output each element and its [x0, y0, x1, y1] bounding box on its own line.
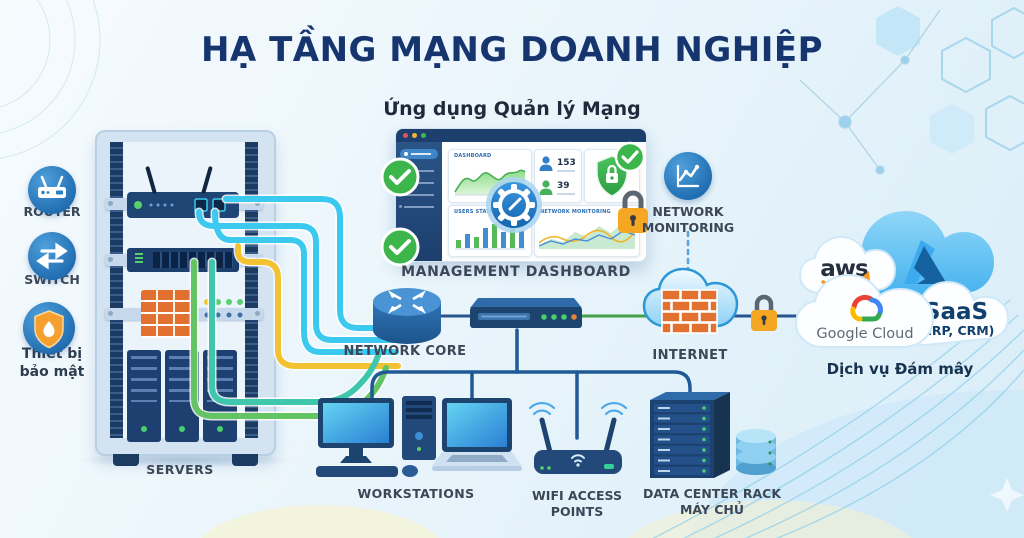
- rack-firewall-leds: [204, 299, 243, 318]
- user-icon-blue: [539, 156, 553, 171]
- workstations-label: WORKSTATIONS: [357, 486, 475, 501]
- server-tower: [127, 350, 161, 442]
- datacenter-rack: [650, 392, 776, 478]
- servers-label: SERVERS: [146, 462, 214, 477]
- router-icon: [28, 166, 76, 214]
- management-dashboard-window: DASHBOARD 153 39: [380, 128, 648, 267]
- wifi-access-point: [528, 401, 628, 474]
- switch-icon: [28, 232, 76, 280]
- server-tower: [165, 350, 199, 442]
- rack-units: [654, 404, 710, 475]
- security-device-icon: [23, 302, 75, 354]
- check-badge-icon: [380, 157, 420, 197]
- page-subtitle: Ứng dụng Quản lý Mạng: [383, 98, 641, 120]
- aws-cloud: [798, 235, 897, 295]
- dashboard-caption: MANAGEMENT DASHBOARD: [401, 264, 631, 280]
- rack-firewall-icon: [141, 290, 193, 338]
- switch-device: [470, 298, 582, 328]
- server-tower: [203, 350, 237, 442]
- google-cloud-label: Google Cloud: [816, 326, 913, 342]
- internet-cloud: [642, 267, 739, 334]
- padlock-icon: [618, 190, 648, 233]
- firewall-bricks: [661, 289, 718, 334]
- bar-chart: [455, 224, 525, 250]
- rack-switch: [127, 248, 239, 272]
- settings-gear-icon: [486, 177, 542, 233]
- check-badge-icon: [614, 141, 646, 173]
- stat-active: 39: [557, 181, 570, 191]
- network-core-icon: [373, 288, 441, 344]
- rack-rail-left: [110, 142, 123, 438]
- wifi-waves: [528, 401, 628, 416]
- azure-logo-icon: [904, 240, 947, 284]
- user-icon-green: [539, 180, 553, 195]
- sidebar-active-item: [400, 149, 438, 159]
- cloud-services-caption: Dịch vụ Đám mây: [826, 360, 974, 378]
- check-badge-icon: [380, 227, 420, 267]
- window-titlebar: [396, 129, 646, 142]
- rack-router: [127, 165, 239, 218]
- network-core-label: NETWORK CORE: [343, 344, 467, 359]
- sparkle: [990, 478, 1024, 512]
- laptop: [432, 398, 522, 471]
- internet-label: INTERNET: [652, 348, 728, 363]
- cloud-services-group: aws SaaS (ERP, CRM) Google Cloud: [794, 211, 1010, 348]
- database-icon: [736, 429, 776, 475]
- panel-network-monitoring: NETWORK MONITORING: [534, 205, 640, 257]
- padlock-icon: [751, 294, 777, 331]
- datacenter-label: DATA CENTER RACK MÁY CHỦ: [642, 486, 782, 517]
- network-monitoring-icon: [664, 152, 712, 200]
- page-title: HẠ TẦNG MẠNG DOANH NGHIỆP: [200, 30, 824, 70]
- pc-tower: [402, 396, 436, 460]
- server-rack: [95, 130, 276, 466]
- panel-user-stats: 153 39: [534, 149, 582, 203]
- wifi-label: WIFI ACCESS POINTS: [532, 488, 622, 519]
- stat-users: 153: [557, 158, 576, 168]
- desktop-workstation: [316, 396, 436, 477]
- network-monitoring-label: NETWORK MONITORING: [641, 204, 735, 235]
- rack-rail-right: [245, 142, 258, 438]
